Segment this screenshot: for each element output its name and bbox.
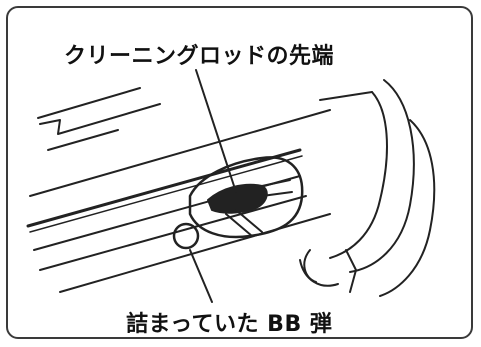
lower-parts [299,249,357,293]
barrel [26,148,331,293]
illustration-frame [6,6,473,339]
label-cleaning-rod-tip: クリーニングロッドの先端 [64,44,335,69]
label-jammed-bb: 詰まっていた BB 弾 [126,312,333,337]
receiver-outline [29,79,436,297]
jammed-bb-ball [172,222,200,250]
leader-lines [189,69,237,303]
